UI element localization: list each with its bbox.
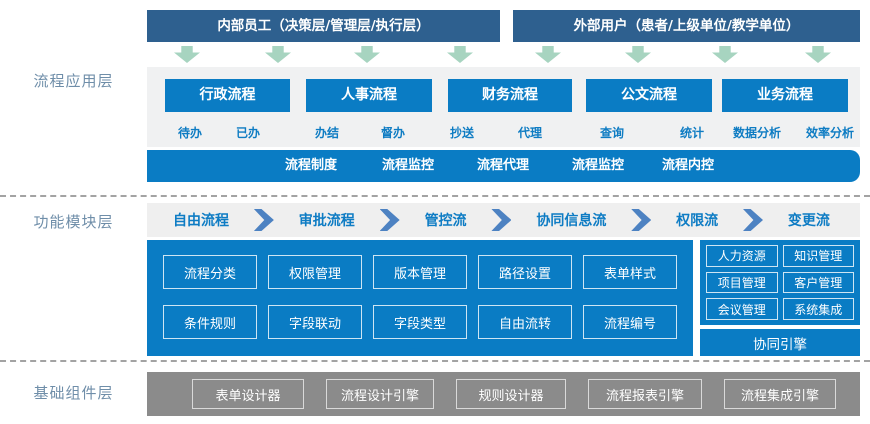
module-grid-panel: 流程分类 权限管理 版本管理 路径设置 表单样式 条件规则 字段联动 字段类型 …	[147, 240, 693, 356]
governance-item: 流程内控	[661, 158, 715, 173]
layer-label-application: 流程应用层	[33, 72, 114, 90]
function-label: 查询	[599, 126, 625, 140]
user-group-internal: 内部员工（决策层/管理层/执行层）	[147, 10, 500, 42]
integration-box: 客户管理	[782, 271, 854, 294]
integration-box: 项目管理	[706, 271, 778, 294]
module-box: 路径设置	[478, 255, 572, 289]
component-box: 流程集成引擎	[724, 379, 837, 409]
governance-item: 流程制度	[284, 158, 338, 173]
integration-box: 人力资源	[706, 245, 778, 267]
chevron-right-icon	[743, 209, 764, 231]
base-components-bar: 表单设计器 流程设计引擎 规则设计器 流程报表引擎 流程集成引擎	[147, 372, 860, 416]
flow-step: 管控流	[424, 213, 467, 229]
module-box: 自由流转	[478, 305, 572, 339]
down-arrow-icon	[265, 46, 291, 63]
integration-box: 系统集成	[782, 298, 854, 320]
module-box: 表单样式	[583, 255, 677, 289]
function-label: 督办	[380, 126, 406, 140]
flow-step: 自由流程	[173, 213, 229, 229]
component-box: 流程报表引擎	[588, 379, 703, 409]
component-box: 流程设计引擎	[326, 379, 435, 409]
function-label: 办结	[314, 126, 340, 140]
function-label: 统计	[679, 126, 705, 140]
component-box: 规则设计器	[456, 379, 567, 409]
process-box-document: 公文流程	[586, 79, 712, 112]
layer-label-modules: 功能模块层	[33, 213, 114, 231]
function-label: 效率分析	[805, 126, 855, 140]
collaboration-engine-bar: 协同引擎	[700, 329, 860, 356]
flow-step: 权限流	[676, 213, 719, 229]
function-label: 待办	[177, 126, 203, 140]
module-box: 权限管理	[268, 255, 362, 289]
flow-step: 变更流	[787, 213, 830, 229]
down-arrow-icon	[535, 46, 561, 63]
module-box: 版本管理	[373, 255, 467, 289]
governance-item: 流程监控	[571, 158, 625, 173]
module-box: 条件规则	[163, 305, 257, 339]
dashed-divider	[0, 195, 870, 197]
integration-box: 知识管理	[782, 245, 854, 267]
module-box: 字段联动	[268, 305, 362, 339]
down-arrow-icon	[174, 46, 200, 63]
process-box-hr: 人事流程	[306, 79, 432, 112]
integrations-panel: 人力资源 知识管理 项目管理 客户管理 会议管理 系统集成	[700, 240, 860, 325]
process-box-business: 业务流程	[722, 79, 848, 112]
chevron-right-icon	[631, 209, 652, 231]
flow-step: 审批流程	[298, 213, 355, 229]
function-label: 代理	[517, 126, 543, 140]
function-label: 抄送	[449, 126, 475, 140]
down-arrow-icon	[805, 46, 831, 63]
function-label: 已办	[235, 126, 261, 140]
layer-label-components: 基础组件层	[33, 384, 114, 402]
governance-bar: 流程制度 流程监控 流程代理 流程监控 流程内控	[147, 150, 860, 182]
down-arrow-icon	[354, 46, 380, 63]
flow-step: 协同信息流	[536, 213, 607, 229]
process-box-finance: 财务流程	[448, 79, 572, 112]
down-arrow-icon	[625, 46, 651, 63]
component-box: 表单设计器	[192, 379, 304, 409]
process-box-administrative: 行政流程	[165, 79, 290, 112]
module-box: 字段类型	[373, 305, 467, 339]
governance-item: 流程监控	[381, 158, 435, 173]
chevron-right-icon	[253, 209, 274, 231]
user-group-external: 外部用户（患者/上级单位/教学单位）	[513, 10, 860, 42]
down-arrow-icon	[712, 46, 738, 63]
chevron-right-icon	[379, 209, 400, 231]
dashed-divider	[0, 360, 870, 362]
chevron-right-icon	[491, 209, 512, 231]
function-label: 数据分析	[732, 126, 782, 140]
governance-item: 流程代理	[476, 158, 530, 173]
down-arrow-icon	[447, 46, 473, 63]
module-box: 流程分类	[163, 255, 257, 289]
module-box: 流程编号	[583, 305, 677, 339]
integration-box: 会议管理	[706, 298, 778, 320]
flow-sequence-strip: 自由流程 审批流程 管控流 协同信息流 权限流 变更流	[147, 203, 860, 237]
